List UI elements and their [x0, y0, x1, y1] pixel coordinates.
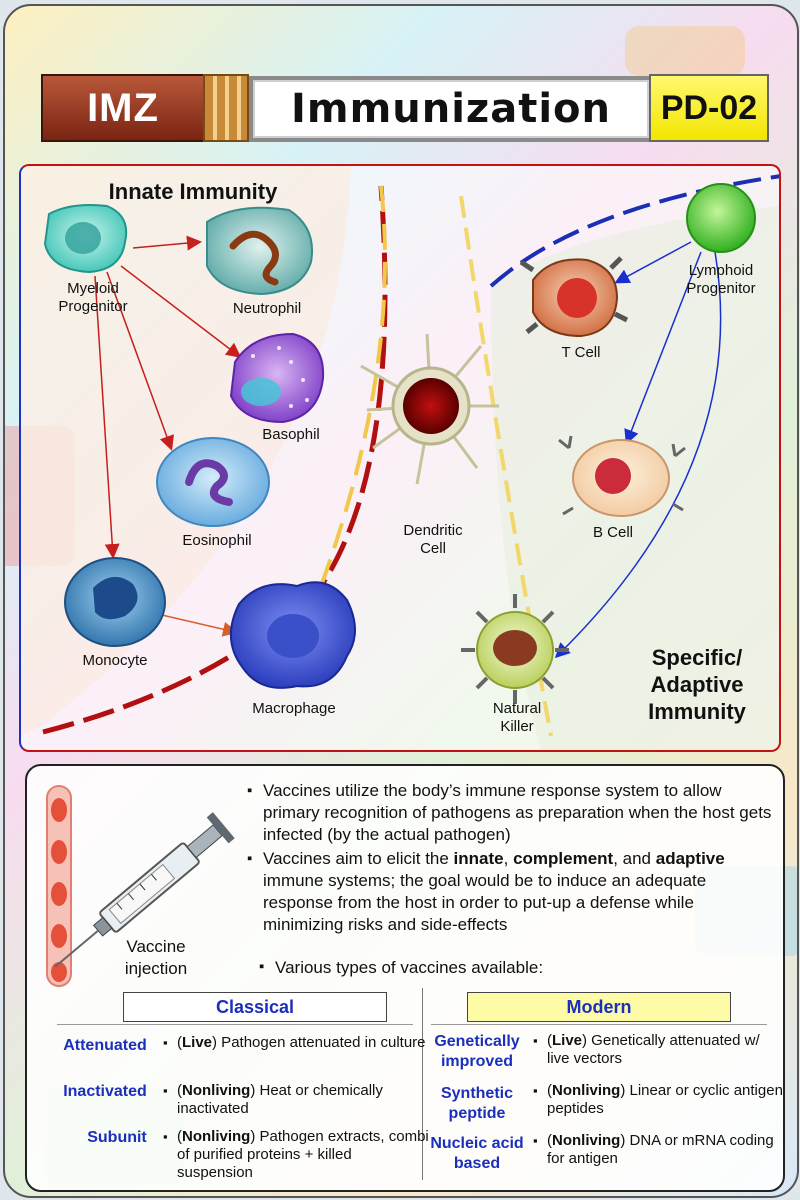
dendritic-cell: [360, 333, 499, 485]
b-cell: [558, 435, 686, 517]
label-b-cell: B Cell: [592, 524, 633, 541]
classical-type-desc: (Nonliving) Heat or chemically inactivat…: [163, 1082, 431, 1118]
modern-heading: Modern: [467, 992, 731, 1022]
arrow-to-basophil: [120, 265, 242, 358]
t-cell: [519, 256, 629, 338]
bg-shape: [625, 26, 745, 76]
classical-type-name: Attenuated: [63, 1037, 147, 1054]
classical-rule: [57, 1024, 413, 1025]
label-macrophage: Macrophage: [252, 700, 336, 717]
modern-type-name: Synthetic peptide: [440, 1085, 513, 1122]
modern-type-desc: (Nonliving) DNA or mRNA coding for antig…: [533, 1132, 783, 1168]
modern-type-desc: (Nonliving) Linear or cyclic antigen pep…: [533, 1082, 783, 1118]
adaptive-boundary-blue: [489, 174, 779, 288]
arrow-to-eosinophil: [106, 271, 174, 451]
page-code: PD-02: [649, 74, 769, 142]
vaccine-bullets: Vaccines utilize the body’s immune respo…: [247, 780, 775, 938]
myeloid-progenitor-cell: [43, 204, 128, 274]
eosinophil-cell: [156, 437, 270, 527]
page-title: Immunization: [249, 76, 653, 142]
innate-immunity-title: Innate Immunity: [108, 179, 278, 204]
modern-type-desc: (Live) Genetically attenuated w/ live ve…: [533, 1032, 783, 1068]
lymphoid-progenitor-cell: [686, 183, 756, 253]
syringe-icon: [46, 785, 235, 987]
header-stripes: [203, 74, 249, 142]
arrow-to-nk: [554, 251, 722, 659]
macrophage-cell: [229, 581, 356, 689]
modern-type-name: Nucleic acid based: [430, 1135, 524, 1172]
modern-rule: [431, 1024, 767, 1025]
classical-type-desc: (Live) Pathogen attenuated in culture: [163, 1034, 431, 1052]
basophil-cell: [229, 332, 325, 424]
label-natural-killer: Natural Killer: [492, 700, 542, 735]
monocyte-cell: [64, 557, 166, 647]
diagram-graphics: [21, 166, 779, 750]
bullet-vaccine-types: Various types of vaccines available:: [259, 958, 543, 978]
label-eosinophil: Eosinophil: [182, 532, 252, 549]
bullet-primary-recognition: Vaccines utilize the body’s immune respo…: [247, 780, 775, 846]
classical-heading: Classical: [123, 992, 387, 1022]
arrow-to-neutrophil: [132, 235, 202, 251]
bullet-elicit-systems: Vaccines aim to elicit the innate, compl…: [247, 848, 775, 936]
label-myeloid-progenitor: Myeloid Progenitor: [58, 280, 128, 315]
vaccine-injection-label: Vaccine injection: [124, 937, 188, 978]
label-neutrophil: Neutrophil: [232, 300, 302, 317]
arrow-to-bcell: [624, 251, 702, 445]
natural-killer-cell: [461, 594, 569, 704]
header-badge: IMZ: [41, 74, 205, 142]
classical-type-name: Subunit: [87, 1129, 147, 1146]
classical-type-desc: (Nonliving) Pathogen extracts, combi of …: [163, 1128, 431, 1182]
arrow-to-tcell: [614, 241, 692, 284]
label-basophil: Basophil: [262, 426, 320, 443]
adaptive-immunity-title: Specific/ Adaptive Immunity: [648, 645, 746, 724]
vaccine-info-panel: Vaccine injection Vaccines utilize the b…: [25, 764, 785, 1192]
adaptive-boundary-yellow: [459, 195, 553, 737]
modern-type-name: Genetically improved: [434, 1033, 520, 1070]
label-lymphoid-progenitor: Lymphoid Progenitor: [686, 262, 756, 297]
poster-card: IMZ Immunization PD-02: [3, 4, 799, 1198]
classical-type-name: Inactivated: [63, 1083, 147, 1100]
label-t-cell: T Cell: [561, 344, 601, 361]
immune-cells-diagram: Innate Immunity Specific/ Adaptive Immun…: [19, 164, 781, 752]
label-monocyte: Monocyte: [82, 652, 148, 669]
arrow-to-monocyte: [94, 275, 120, 559]
blood-cells-column: [46, 785, 72, 987]
label-dendritic-cell: Dendritic Cell: [403, 522, 463, 557]
neutrophil-cell: [206, 206, 313, 296]
